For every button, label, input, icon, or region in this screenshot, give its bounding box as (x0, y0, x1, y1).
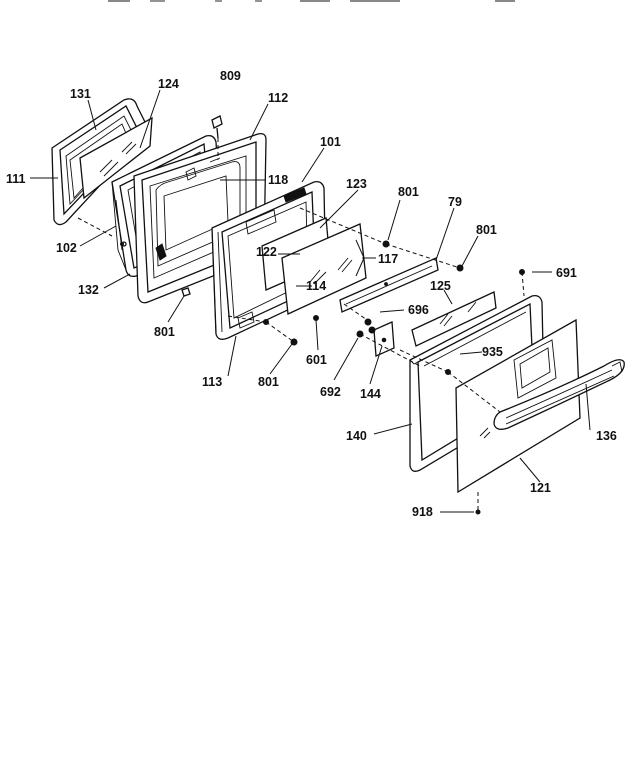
label-696: 696 (408, 303, 429, 317)
label-122: 122 (256, 245, 277, 259)
leader-lines (30, 89, 591, 513)
fasteners (120, 240, 525, 515)
label-111: 111 (6, 172, 26, 186)
label-801-b: 801 (476, 223, 497, 237)
label-102: 102 (56, 241, 77, 255)
label-113: 113 (202, 375, 222, 389)
inner-glass-panel-part (281, 223, 367, 315)
label-123: 123 (346, 177, 367, 191)
label-101: 101 (320, 135, 341, 149)
label-112: 112 (268, 91, 288, 105)
label-601: 601 (306, 353, 327, 367)
label-125: 125 (430, 279, 451, 293)
label-801-d: 801 (258, 375, 279, 389)
label-801-a: 801 (398, 185, 419, 199)
label-935: 935 (482, 345, 503, 359)
label-144: 144 (360, 387, 381, 401)
label-118: 118 (268, 173, 288, 187)
alignment-dashed-lines (77, 207, 525, 510)
door-handle-part (493, 359, 625, 430)
label-117: 117 (378, 252, 398, 266)
rear-glass-panel-part (79, 116, 153, 200)
label-131: 131 (70, 87, 91, 101)
label-692: 692 (320, 385, 341, 399)
vent-strip-part (339, 257, 439, 313)
bracket-144-part (373, 321, 395, 357)
label-809: 809 (220, 69, 241, 83)
part-labels: 131 124 809 112 111 118 101 123 801 79 8… (6, 69, 617, 519)
label-114: 114 (306, 279, 326, 293)
label-136: 136 (596, 429, 617, 443)
label-140: 140 (346, 429, 367, 443)
label-801-c: 801 (154, 325, 175, 339)
screw-809-part (211, 115, 223, 160)
label-918: 918 (412, 505, 433, 519)
label-132: 132 (78, 283, 99, 297)
label-79: 79 (448, 195, 462, 209)
top-glass-strip-part (411, 291, 497, 347)
label-121: 121 (530, 481, 551, 495)
label-124: 124 (158, 77, 179, 91)
label-691: 691 (556, 266, 577, 280)
